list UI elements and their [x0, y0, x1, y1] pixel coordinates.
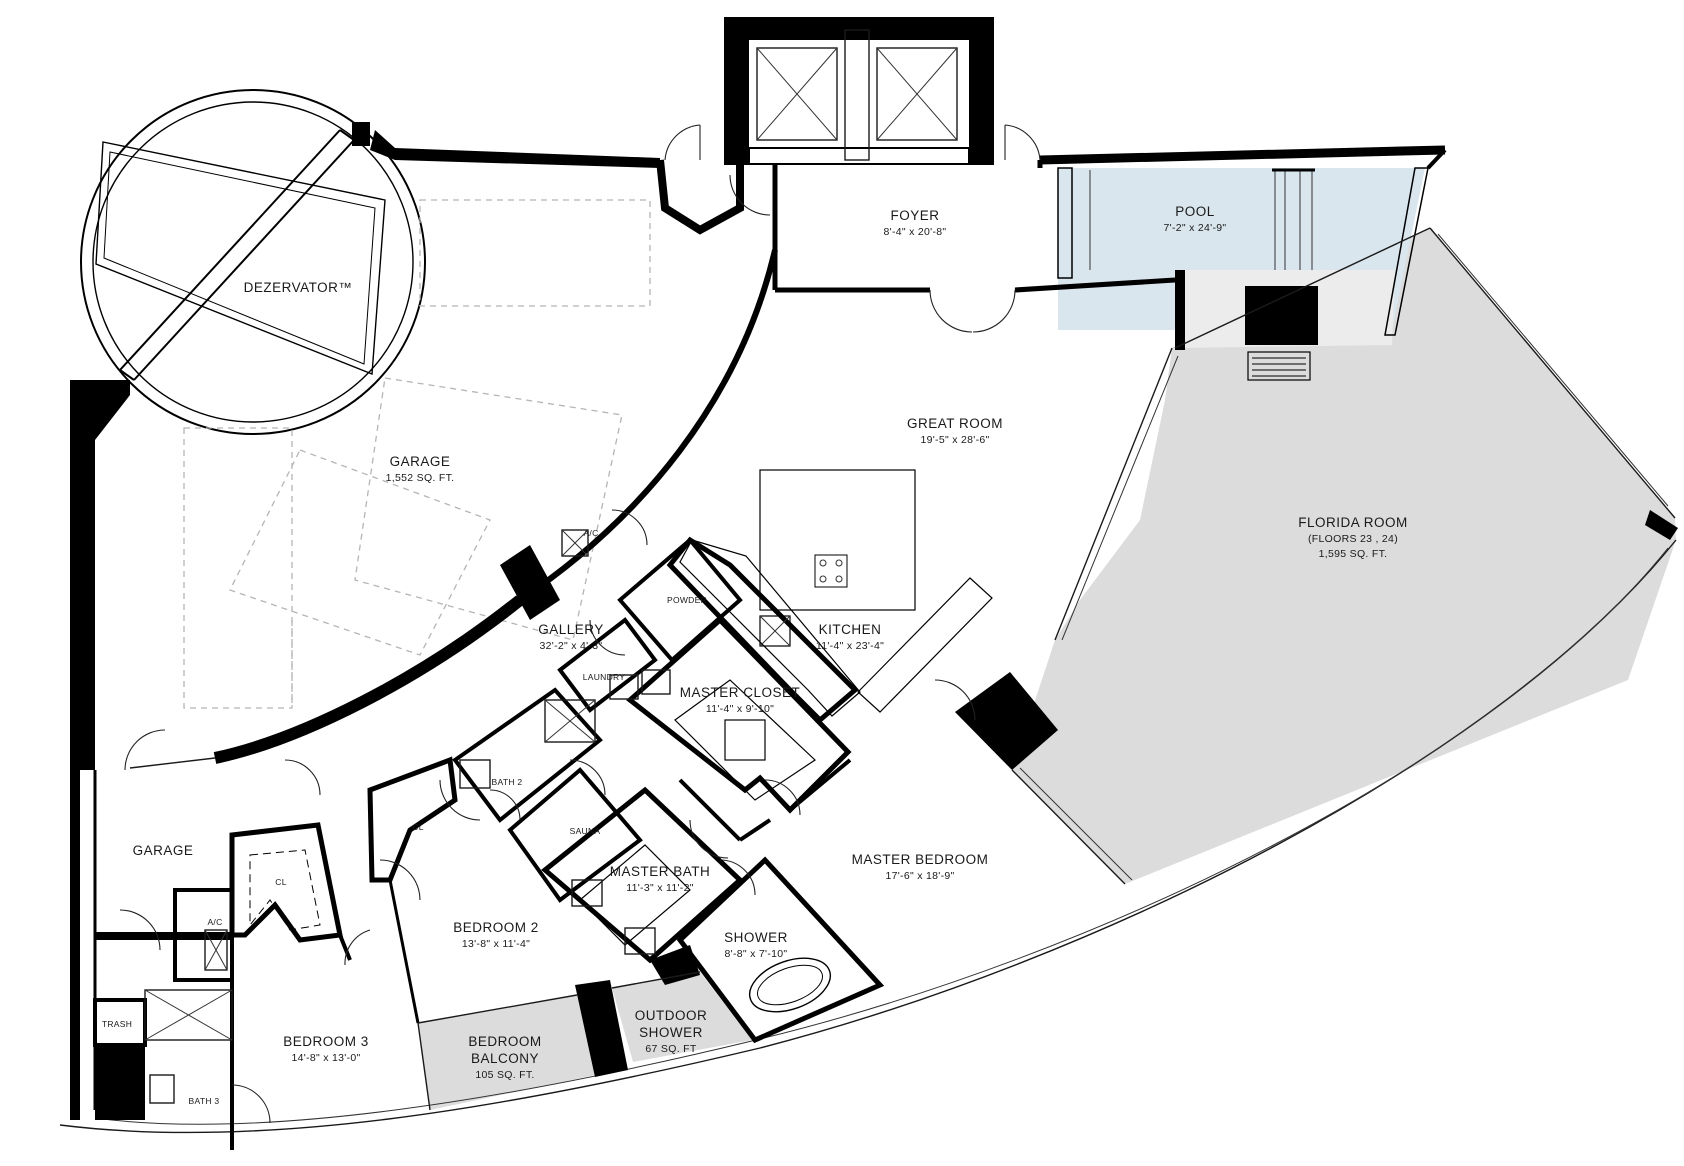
florida-room-label: FLORIDA ROOM — [1298, 515, 1408, 530]
bedroom2-label: BEDROOM 2 — [453, 920, 539, 935]
garage-main-label: GARAGE — [390, 454, 451, 469]
bath2-label: BATH 2 — [492, 777, 523, 787]
gallery-dim: 32'-2" x 4'-3" — [540, 640, 603, 652]
florida-room-area: 1,595 SQ. FT. — [1319, 548, 1388, 560]
room-labels: DEZERVATOR™ GARAGE 1,552 SQ. FT. FOYER 8… — [102, 204, 1408, 1106]
outdoor-shower-area: 67 SQ. FT — [645, 1043, 696, 1055]
pool-label: POOL — [1175, 204, 1215, 219]
foyer-label: FOYER — [890, 208, 939, 223]
balcony-label-1: BEDROOM — [468, 1034, 541, 1049]
master-bath-dim: 11'-3" x 11'-2" — [626, 882, 694, 894]
gallery-label: GALLERY — [538, 622, 604, 637]
kitchen-dim: 11'-4" x 23'-4" — [816, 640, 884, 652]
garage-small-label: GARAGE — [133, 843, 194, 858]
balcony-area: 105 SQ. FT. — [475, 1069, 534, 1081]
elevator-core — [724, 17, 994, 165]
master-bedroom-label: MASTER BEDROOM — [852, 852, 989, 867]
door-swings — [119, 124, 1041, 1124]
garage-parking-stalls — [183, 199, 651, 709]
kitchen-label: KITCHEN — [819, 622, 882, 637]
shower-dim: 8'-8" x 7'-10" — [725, 948, 788, 960]
garage-ac-unit — [561, 529, 589, 557]
master-closet-dim: 11'-4" x 9'-10" — [706, 703, 774, 715]
foyer-dim: 8'-4" x 20'-8" — [884, 226, 947, 238]
pool-dim: 7'-2" x 24'-9" — [1164, 222, 1227, 234]
dezervator-label: DEZERVATOR™ — [244, 280, 353, 295]
dezervator-lift — [80, 89, 426, 435]
outdoor-shower-label-1: OUTDOOR — [635, 1008, 708, 1023]
outdoor-shower-area — [612, 972, 752, 1062]
master-bedroom-dim: 17'-6" x 18'-9" — [885, 870, 954, 882]
great-room-dim: 19'-5" x 28'-6" — [920, 434, 989, 446]
shower-label: SHOWER — [724, 930, 788, 945]
bedroom2-dim: 13'-8" x 11'-4" — [462, 938, 530, 950]
master-closet-label: MASTER CLOSET — [680, 685, 801, 700]
bath3-label: BATH 3 — [189, 1096, 220, 1106]
florida-room-note: (FLOORS 23 , 24) — [1308, 533, 1398, 545]
outdoor-shower-label-2: SHOWER — [639, 1025, 703, 1040]
balcony-label-2: BALCONY — [471, 1051, 539, 1066]
trash-label: TRASH — [102, 1019, 132, 1029]
laundry-label: LAUNDRY — [583, 672, 626, 682]
florida-room-area — [1012, 228, 1676, 884]
bedroom3-dim: 14'-8" x 13'-0" — [291, 1052, 360, 1064]
great-room-label: GREAT ROOM — [907, 416, 1003, 431]
cl-bed2-label: CL — [412, 822, 423, 832]
ac-garage-label: A/C — [583, 528, 598, 538]
sauna-label: SAUNA — [570, 826, 601, 836]
garage-main-area: 1,552 SQ. FT. — [386, 472, 455, 484]
bedroom3-label: BEDROOM 3 — [283, 1034, 369, 1049]
walls — [59, 130, 1678, 1150]
powder-label: POWDER — [667, 595, 707, 605]
balcony-area — [418, 995, 595, 1110]
ac-small-label: A/C — [207, 917, 222, 927]
cl-bed3-label: CL — [275, 877, 286, 887]
master-bath-label: MASTER BATH — [610, 864, 711, 879]
